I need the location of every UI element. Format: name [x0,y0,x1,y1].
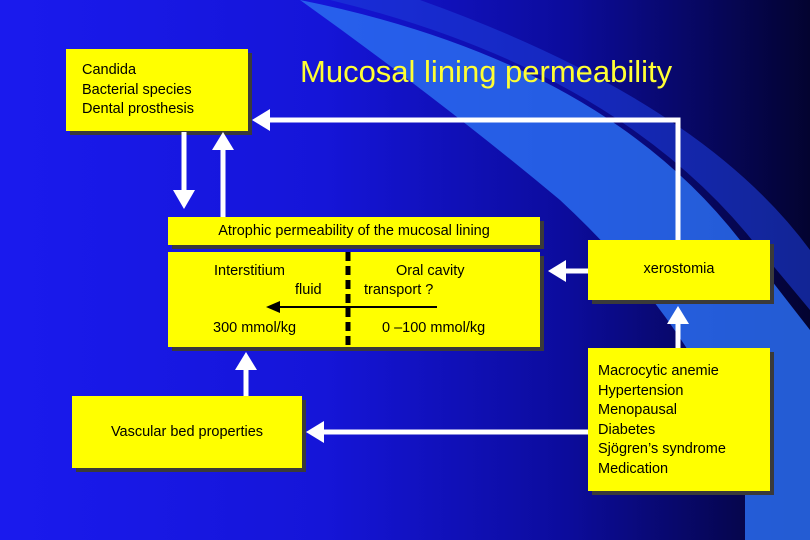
interstitium-osmolality: 300 mmol/kg [213,320,297,336]
condition-item: Sjögren’s syndrome [598,441,726,457]
cause-item: Candida [82,62,137,78]
condition-item: Menopausal [598,402,677,418]
condition-item: Diabetes [598,421,656,438]
conditions-box: Macrocytic anemie Hypertension Menopausa… [588,348,770,491]
interstitium-label: Interstitium [214,263,285,279]
atrophic-permeability-box: Atrophic permeability of the mucosal lin… [168,217,540,245]
causes-box: Candida Bacterial species Dental prosthe… [66,49,248,131]
cause-item: Bacterial species [82,81,192,98]
oral-osmolality: 0 –100 mmol/kg [382,320,486,336]
condition-item: Hypertension [598,382,684,399]
slide-title: Mucosal lining permeability [300,54,673,89]
xerostomia-box: xerostomia [588,240,770,300]
atrophic-label: Atrophic permeability of the mucosal lin… [218,223,490,239]
oral-transport-label: transport ? [364,282,434,298]
cause-item: Dental prosthesis [82,101,195,117]
vascular-bed-box: Vascular bed properties [72,396,302,468]
vascular-label: Vascular bed properties [110,424,264,440]
condition-item: Macrocytic anemie [598,363,719,379]
condition-item: Medication [598,460,669,477]
oral-cavity-label: Oral cavity [396,263,465,279]
permeability-detail-box: Interstitium fluid Oral cavity transport… [168,252,540,347]
xerostomia-label: xerostomia [643,261,715,277]
interstitium-fluid-label: fluid [295,282,322,298]
